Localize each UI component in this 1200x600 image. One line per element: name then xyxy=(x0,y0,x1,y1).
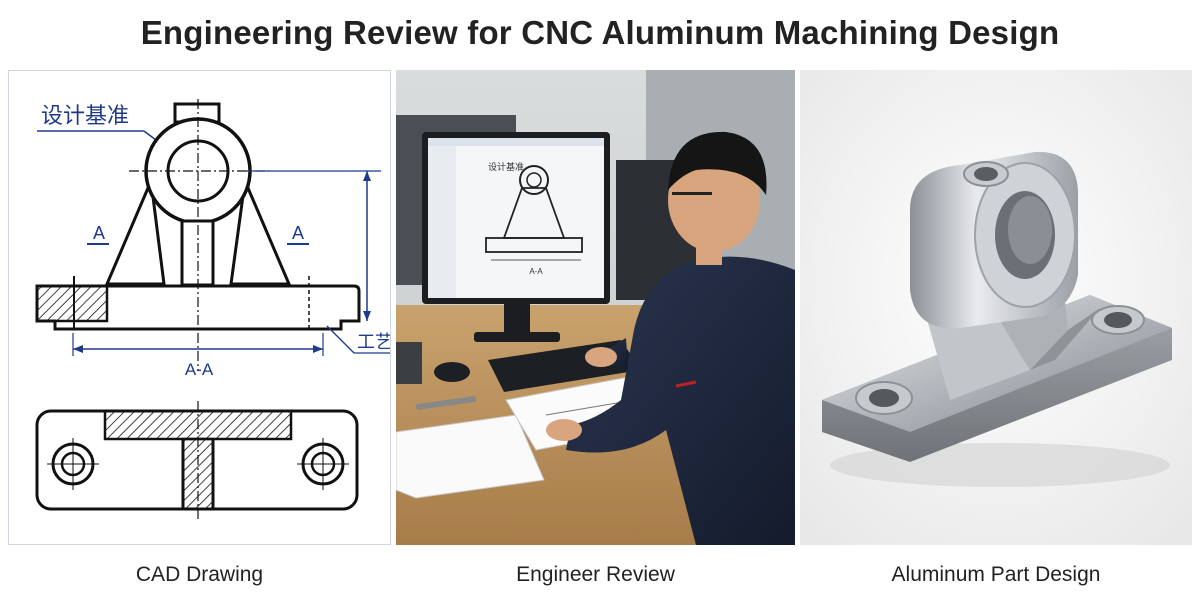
engineer-review-caption: Engineer Review xyxy=(516,563,675,586)
engineer-review-panel: 设计基准 A-A xyxy=(396,70,795,545)
aluminum-part-render xyxy=(800,70,1192,545)
part-bore-highlight xyxy=(1008,196,1052,264)
monitor-bore-inner xyxy=(526,172,542,188)
monitor-foot xyxy=(474,332,560,342)
monitor-base-outline xyxy=(485,237,583,253)
aluminum-part-caption: Aluminum Part Design xyxy=(891,563,1101,586)
page-title: Engineering Review for CNC Aluminum Mach… xyxy=(140,14,1060,51)
hatched-section-left xyxy=(35,284,109,323)
dimension-arrow-left xyxy=(73,345,83,353)
part-web-right xyxy=(1030,308,1100,370)
caliper xyxy=(415,395,477,411)
section-mark-left: A xyxy=(93,223,105,243)
section-label: A-A xyxy=(185,360,214,379)
cad-drawing: 设计基准 A A 工艺 xyxy=(35,99,391,521)
monitor-bore-outer xyxy=(519,165,549,195)
monitor-screen xyxy=(428,138,604,298)
base-hole-right xyxy=(1104,312,1132,328)
engineer-head xyxy=(668,148,760,252)
drawing-paper-left xyxy=(396,414,545,499)
engineer-hand-mouse xyxy=(585,347,617,367)
top-hole xyxy=(974,167,998,181)
monitor-datum-label: 设计基准 xyxy=(488,161,524,173)
base-hole-left xyxy=(869,389,899,407)
pen-holder xyxy=(396,342,422,384)
process-leader xyxy=(326,325,355,354)
monitor-stand xyxy=(504,304,530,334)
left-web xyxy=(104,175,166,286)
engineer-hair xyxy=(668,131,767,195)
monitor-section-label: A-A xyxy=(529,267,543,276)
engineer-glasses xyxy=(672,192,712,195)
dimension-arrow-right xyxy=(313,345,323,353)
base-plate xyxy=(35,284,361,331)
cad-sidebar xyxy=(428,146,456,298)
engineer-review-scene: 设计基准 A-A xyxy=(396,70,795,545)
engineer-hand-paper xyxy=(546,419,582,441)
dimension-arrow-down xyxy=(363,311,371,321)
datum-label: 设计基准 xyxy=(41,104,129,129)
right-web xyxy=(229,175,292,286)
dimension-arrow-up xyxy=(363,171,371,181)
section-mark-right: A xyxy=(292,223,304,243)
cad-drawing-panel: 设计基准 A A 工艺 xyxy=(8,70,391,545)
jacket-red-accent xyxy=(675,380,697,388)
mouse xyxy=(434,362,470,382)
aluminum-part-panel xyxy=(800,70,1192,545)
engineer-jacket xyxy=(566,256,795,545)
process-label: 工艺 xyxy=(357,332,391,353)
cad-drawing-caption: CAD Drawing xyxy=(135,563,264,586)
cad-toolbar xyxy=(428,138,604,146)
